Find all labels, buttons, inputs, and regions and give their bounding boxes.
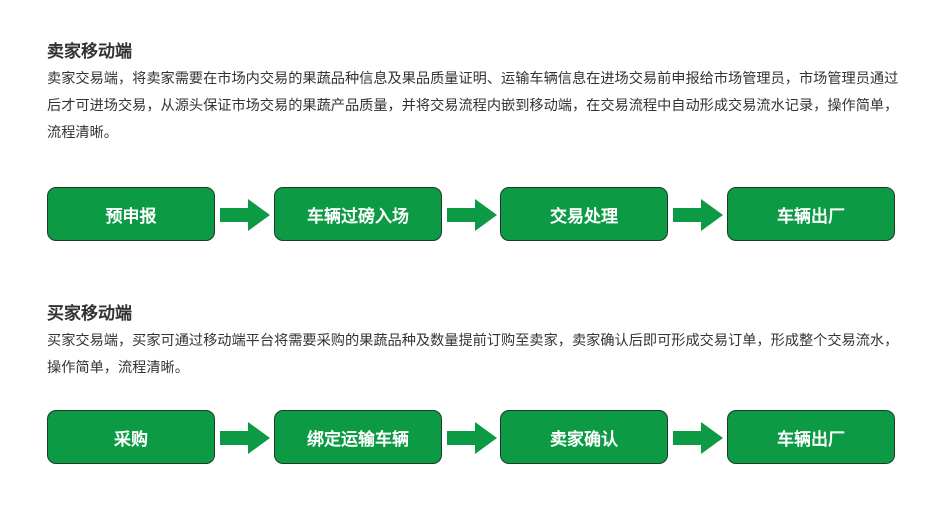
buyer-section-title: 买家移动端 [47,304,132,324]
buyer-step-4: 车辆出厂 [727,410,895,464]
arrow-right-icon [447,422,497,454]
arrow-right-icon [220,199,270,231]
seller-section-title: 卖家移动端 [47,42,132,62]
arrow-right-icon [447,199,497,231]
seller-step-1: 预申报 [47,187,215,241]
arrow-right-icon [220,422,270,454]
seller-step-3: 交易处理 [500,187,668,241]
seller-step-4: 车辆出厂 [727,187,895,241]
seller-description: 卖家交易端，将卖家需要在市场内交易的果蔬品种信息及果品质量证明、运输车辆信息在进… [47,71,899,141]
arrow-right-icon [673,422,723,454]
buyer-step-3: 卖家确认 [500,410,668,464]
seller-step-2: 车辆过磅入场 [274,187,442,241]
buyer-step-2: 绑定运输车辆 [274,410,442,464]
buyer-step-1: 采购 [47,410,215,464]
buyer-description: 买家交易端，买家可通过移动端平台将需要采购的果蔬品种及数量提前订购至卖家，卖家确… [47,333,899,376]
arrow-right-icon [673,199,723,231]
